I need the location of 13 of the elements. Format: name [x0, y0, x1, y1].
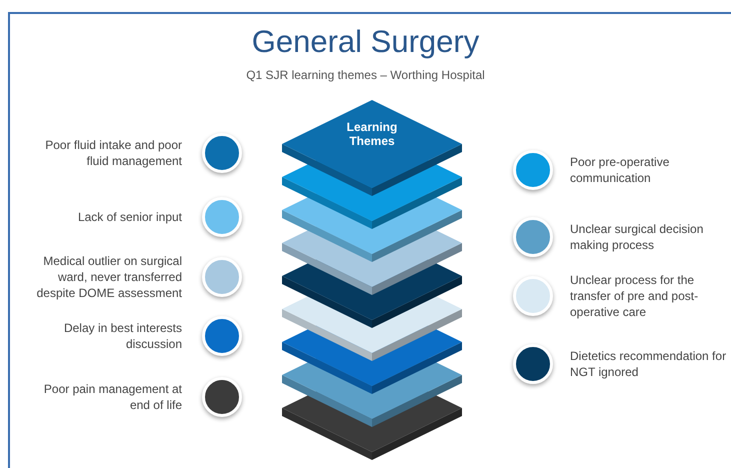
- theme-label: Poor fluid intake and poor fluid management: [44, 137, 182, 169]
- theme-label: Lack of senior input: [76, 209, 182, 225]
- theme-label: Unclear process for the transfer of pre and post-operative care: [570, 272, 700, 320]
- layer-title: Learning Themes: [346, 120, 398, 148]
- theme-label: Medical outlier on surgical ward, never transferred despite DOME assessment: [36, 253, 182, 301]
- top-layer: [282, 100, 462, 196]
- subtitle: Q1 SJR learning themes – Worthing Hospital: [245, 68, 486, 82]
- title: General Surgery: [250, 24, 480, 60]
- theme-label: Dietetics recommendation for NGT ignored: [570, 348, 728, 380]
- theme-label: Poor pain management at end of life: [42, 381, 182, 413]
- theme-label: Poor pre-operative communication: [570, 154, 670, 186]
- theme-label: Unclear surgical decision making process: [570, 221, 704, 253]
- theme-label: Delay in best interests discussion: [62, 320, 182, 352]
